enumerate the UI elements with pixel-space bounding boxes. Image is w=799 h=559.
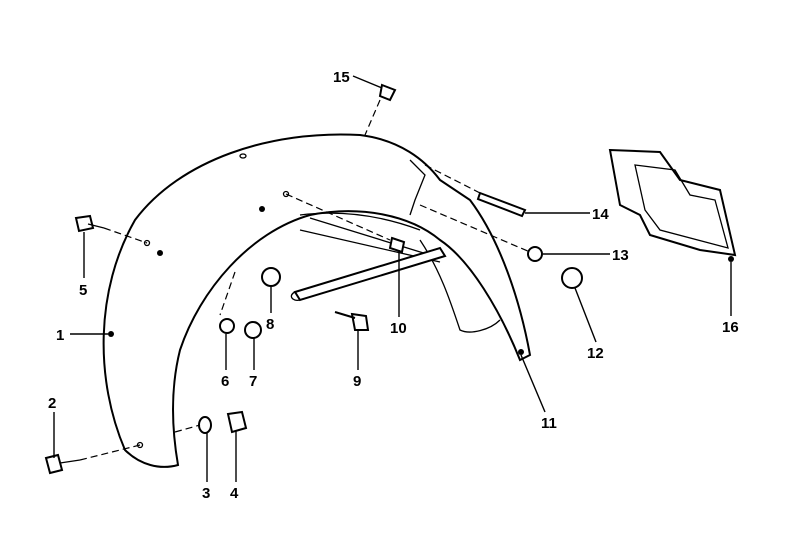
stay-rod <box>290 246 447 302</box>
callout-15: 15 <box>333 69 350 86</box>
assembly-lines <box>79 99 531 461</box>
callout-3: 3 <box>202 485 210 502</box>
callout-1: 1 <box>56 327 64 344</box>
callout-10: 10 <box>390 320 407 337</box>
bolt-10 <box>388 236 406 254</box>
pin-14 <box>476 191 527 218</box>
bolt-9 <box>334 311 370 331</box>
callout-6: 6 <box>221 373 229 390</box>
cap-nut-12 <box>561 267 583 289</box>
callout-labels: 1 2 3 4 5 6 7 8 9 10 11 12 13 14 15 16 <box>48 69 739 502</box>
cap-nut-8 <box>261 267 281 287</box>
callout-12: 12 <box>587 345 604 362</box>
nut-7 <box>244 321 262 339</box>
callout-4: 4 <box>230 485 239 502</box>
callout-16: 16 <box>722 319 739 336</box>
washer-3 <box>198 416 212 434</box>
reflector-15 <box>378 83 397 102</box>
bolt-2 <box>44 453 81 475</box>
washer-13 <box>527 246 543 262</box>
callout-11: 11 <box>541 415 557 432</box>
nut-6 <box>219 318 235 334</box>
callout-7: 7 <box>249 373 257 390</box>
callout-9: 9 <box>353 373 361 390</box>
mudguard-fender <box>102 133 532 468</box>
callout-13: 13 <box>612 247 629 264</box>
nut-4 <box>226 410 248 434</box>
callout-14: 14 <box>592 206 609 223</box>
callout-2: 2 <box>48 395 56 412</box>
leader-lines <box>53 75 732 482</box>
bolt-5 <box>74 214 105 233</box>
callout-8: 8 <box>266 316 274 333</box>
callout-5: 5 <box>79 282 87 299</box>
plate-holder <box>608 148 737 262</box>
